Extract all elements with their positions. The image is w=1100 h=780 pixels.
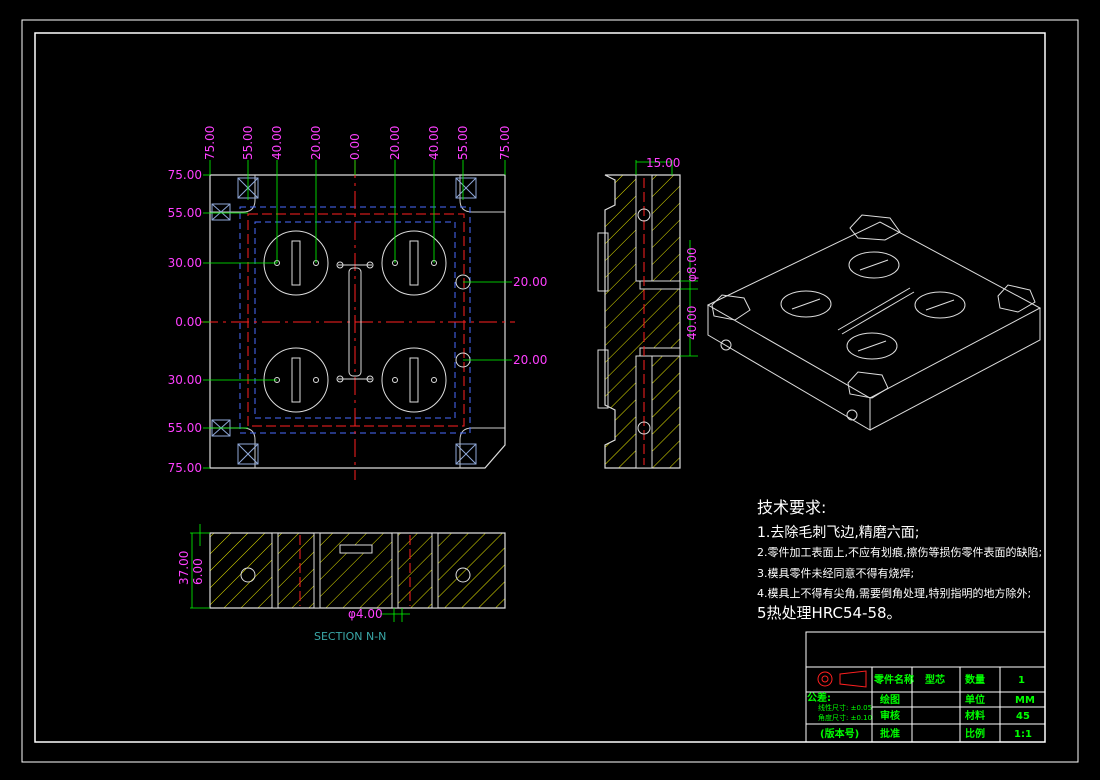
review-label: 审核 [880,709,900,722]
material-value: 45 [1016,711,1030,722]
side-dim-spacing: 40.00 [685,306,699,340]
approve-label: 批准 [880,727,900,740]
right-dim-1: 20.00 [513,275,547,289]
top-dim-9: 75.00 [498,126,512,160]
left-dim-4: 0.00 [175,315,202,329]
cooling-path [247,213,465,427]
scale-value: 1:1 [1014,729,1032,740]
inner-frame [34,32,1046,743]
plate-outline [209,174,506,469]
tech-item-4: 4.模具上不得有尖角,需要倒角处理,特别指明的地方除外; [757,586,1031,600]
section-dim-depth: 6.00 [191,558,205,585]
corner-blocks [211,177,477,465]
version-label: (版本号) [820,727,859,740]
side-dim-width: 15.00 [646,156,680,170]
left-dim-1: 75.00 [168,168,202,182]
left-dim-7: 75.00 [168,461,202,475]
scale-label: 比例 [965,727,985,740]
side-dim-hole: φ8.00 [685,247,699,282]
top-dim-5: 0.00 [348,133,362,160]
title-block: 零件名称 型芯 数量 1 绘图 单位 MM 审核 材料 45 批准 比例 1:1… [805,631,1046,743]
unit-value: MM [1015,695,1035,706]
top-dim-8: 55.00 [456,126,470,160]
top-dim-1: 75.00 [203,126,217,160]
tech-item-3: 3.模具零件未经同意不得有烧焊; [757,566,914,580]
tol-angle: 角度尺寸: ±0.10 [818,713,872,722]
top-dim-4: 20.00 [309,126,323,160]
left-dim-5: 30.00 [168,373,202,387]
outer-frame [21,19,1079,763]
section-label: SECTION N-N [314,630,386,643]
qty-label: 数量 [965,673,985,686]
section-dim-height: 37.00 [177,551,191,585]
tech-title: 技术要求: [757,498,826,517]
tech-item-5: 5热处理HRC54-58。 [757,604,902,622]
top-dim-7: 40.00 [427,126,441,160]
isometric-view [706,214,1042,431]
tech-requirements: 技术要求: 1.去除毛刺飞边,精磨六面; 2.零件加工表面上,不应有划痕,擦伤等… [757,498,1042,622]
material-label: 材料 [965,709,985,722]
top-dim-3: 40.00 [270,126,284,160]
qty-value: 1 [1018,675,1025,686]
drawn-label: 绘图 [880,693,900,706]
right-dim-2: 20.00 [513,353,547,367]
centerlines [200,160,515,480]
left-dim-leaders [203,174,277,469]
section-view: 37.00 6.00 φ4.00 SECTION N-N [177,524,506,643]
tech-item-2: 2.零件加工表面上,不应有划痕,擦伤等损伤零件表面的缺陷; [757,545,1042,559]
part-name-label: 零件名称 [873,673,914,686]
left-dim-2: 55.00 [168,206,202,220]
plan-view: 75.00 55.00 40.00 20.00 0.00 20.00 40.00… [168,126,547,480]
side-view: 15.00 φ8.00 40.00 [597,156,699,469]
top-dim-6: 20.00 [388,126,402,160]
left-dim-6: 55.00 [168,421,202,435]
tech-item-1: 1.去除毛刺飞边,精磨六面; [757,525,920,541]
top-dim-2: 55.00 [241,126,255,160]
top-dim-leaders [209,160,506,263]
unit-label: 单位 [965,693,985,706]
runner [336,261,374,383]
tolerance-label: 公差: [807,691,831,704]
section-dim-hole: φ4.00 [348,607,383,621]
part-name: 型芯 [925,673,945,686]
left-dim-3: 30.00 [168,256,202,270]
tol-linear: 线性尺寸: ±0.05 [818,703,872,712]
